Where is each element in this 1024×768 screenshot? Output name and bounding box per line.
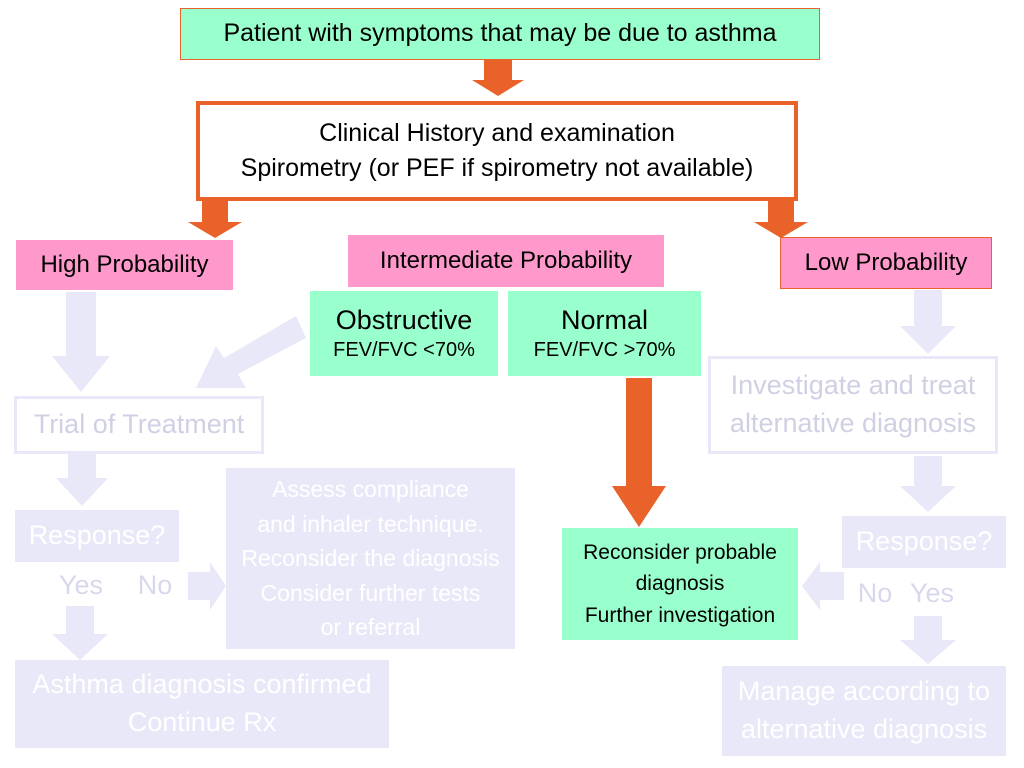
arrow-yes-to-confirmed bbox=[52, 606, 108, 660]
yes-right-text: Yes bbox=[909, 578, 955, 609]
yes-right-label: Yes bbox=[904, 576, 960, 612]
manage-box: Manage according to alternative diagnosi… bbox=[722, 666, 1006, 756]
assess-line-3: Reconsider the diagnosis bbox=[241, 545, 500, 572]
arrow-clinical-to-low bbox=[754, 201, 808, 238]
investigate-line-2: alternative diagnosis bbox=[729, 408, 977, 438]
reconsider-line-1: Reconsider probable bbox=[583, 540, 777, 564]
high-probability-label: High Probability bbox=[40, 251, 209, 278]
assess-line-2: and inhaler technique. bbox=[257, 510, 484, 537]
arrow-top-to-clinical bbox=[472, 60, 524, 96]
intermediate-probability-box: Intermediate Probability bbox=[348, 235, 664, 287]
arrow-low-to-investigate bbox=[900, 290, 956, 354]
reconsider-box: Reconsider probable diagnosis Further in… bbox=[562, 528, 798, 640]
top-symptoms-text: Patient with symptoms that may be due to… bbox=[223, 19, 777, 48]
yes-left-text: Yes bbox=[58, 570, 104, 601]
no-right-text: No bbox=[857, 578, 893, 609]
arrow-clinical-to-high bbox=[188, 201, 242, 238]
normal-title: Normal bbox=[560, 305, 648, 336]
arrow-no-to-reconsider bbox=[802, 562, 844, 610]
arrow-normal-to-reconsider bbox=[612, 378, 666, 527]
clinical-history-box: Clinical History and examination Spirome… bbox=[196, 101, 798, 201]
obstructive-detail: FEV/FVC <70% bbox=[333, 338, 475, 361]
clinical-line-1: Clinical History and examination bbox=[319, 119, 675, 147]
trial-of-treatment-label: Trial of Treatment bbox=[33, 409, 245, 440]
arrow-high-to-trial bbox=[52, 292, 110, 392]
response-left-label: Response? bbox=[28, 520, 166, 551]
no-left-label: No bbox=[132, 568, 178, 604]
arrow-no-to-assess bbox=[188, 562, 226, 610]
investigate-line-1: Investigate and treat bbox=[730, 370, 976, 401]
obstructive-box: Obstructive FEV/FVC <70% bbox=[310, 291, 498, 376]
manage-line-1: Manage according to bbox=[737, 676, 991, 707]
reconsider-line-2: diagnosis bbox=[635, 572, 725, 596]
confirmed-line-2: Continue Rx bbox=[127, 707, 277, 737]
response-right-label: Response? bbox=[855, 526, 993, 557]
assess-line-1: Assess compliance bbox=[272, 476, 469, 503]
assess-line-5: or referral bbox=[320, 614, 421, 641]
assess-line-4: Consider further tests bbox=[260, 579, 481, 606]
investigate-box: Investigate and treat alternative diagno… bbox=[708, 356, 998, 454]
yes-left-label: Yes bbox=[54, 568, 108, 604]
arrow-obstructive-to-trial bbox=[196, 316, 306, 388]
normal-box: Normal FEV/FVC >70% bbox=[508, 291, 701, 376]
trial-of-treatment-box: Trial of Treatment bbox=[14, 396, 264, 454]
normal-detail: FEV/FVC >70% bbox=[533, 338, 676, 361]
low-probability-box: Low Probability bbox=[780, 237, 992, 289]
response-right-box: Response? bbox=[842, 516, 1006, 568]
high-probability-box: High Probability bbox=[16, 240, 233, 290]
intermediate-probability-label: Intermediate Probability bbox=[379, 247, 633, 274]
assess-compliance-box: Assess compliance and inhaler technique.… bbox=[226, 468, 515, 649]
reconsider-line-3: Further investigation bbox=[584, 603, 776, 627]
no-right-label: No bbox=[852, 576, 898, 612]
confirmed-line-1: Asthma diagnosis confirmed bbox=[32, 669, 372, 700]
arrow-investigate-to-response bbox=[900, 456, 956, 512]
obstructive-title: Obstructive bbox=[335, 305, 473, 336]
low-probability-label: Low Probability bbox=[804, 249, 968, 276]
response-left-box: Response? bbox=[15, 510, 179, 562]
arrow-yes-to-manage bbox=[900, 616, 956, 664]
clinical-line-2: Spirometry (or PEF if spirometry not ava… bbox=[240, 154, 754, 182]
asthma-confirmed-box: Asthma diagnosis confirmed Continue Rx bbox=[15, 660, 389, 748]
arrow-trial-to-response bbox=[56, 454, 108, 506]
no-left-text: No bbox=[137, 570, 173, 601]
top-symptoms-box: Patient with symptoms that may be due to… bbox=[180, 8, 820, 60]
manage-line-2: alternative diagnosis bbox=[740, 714, 988, 744]
